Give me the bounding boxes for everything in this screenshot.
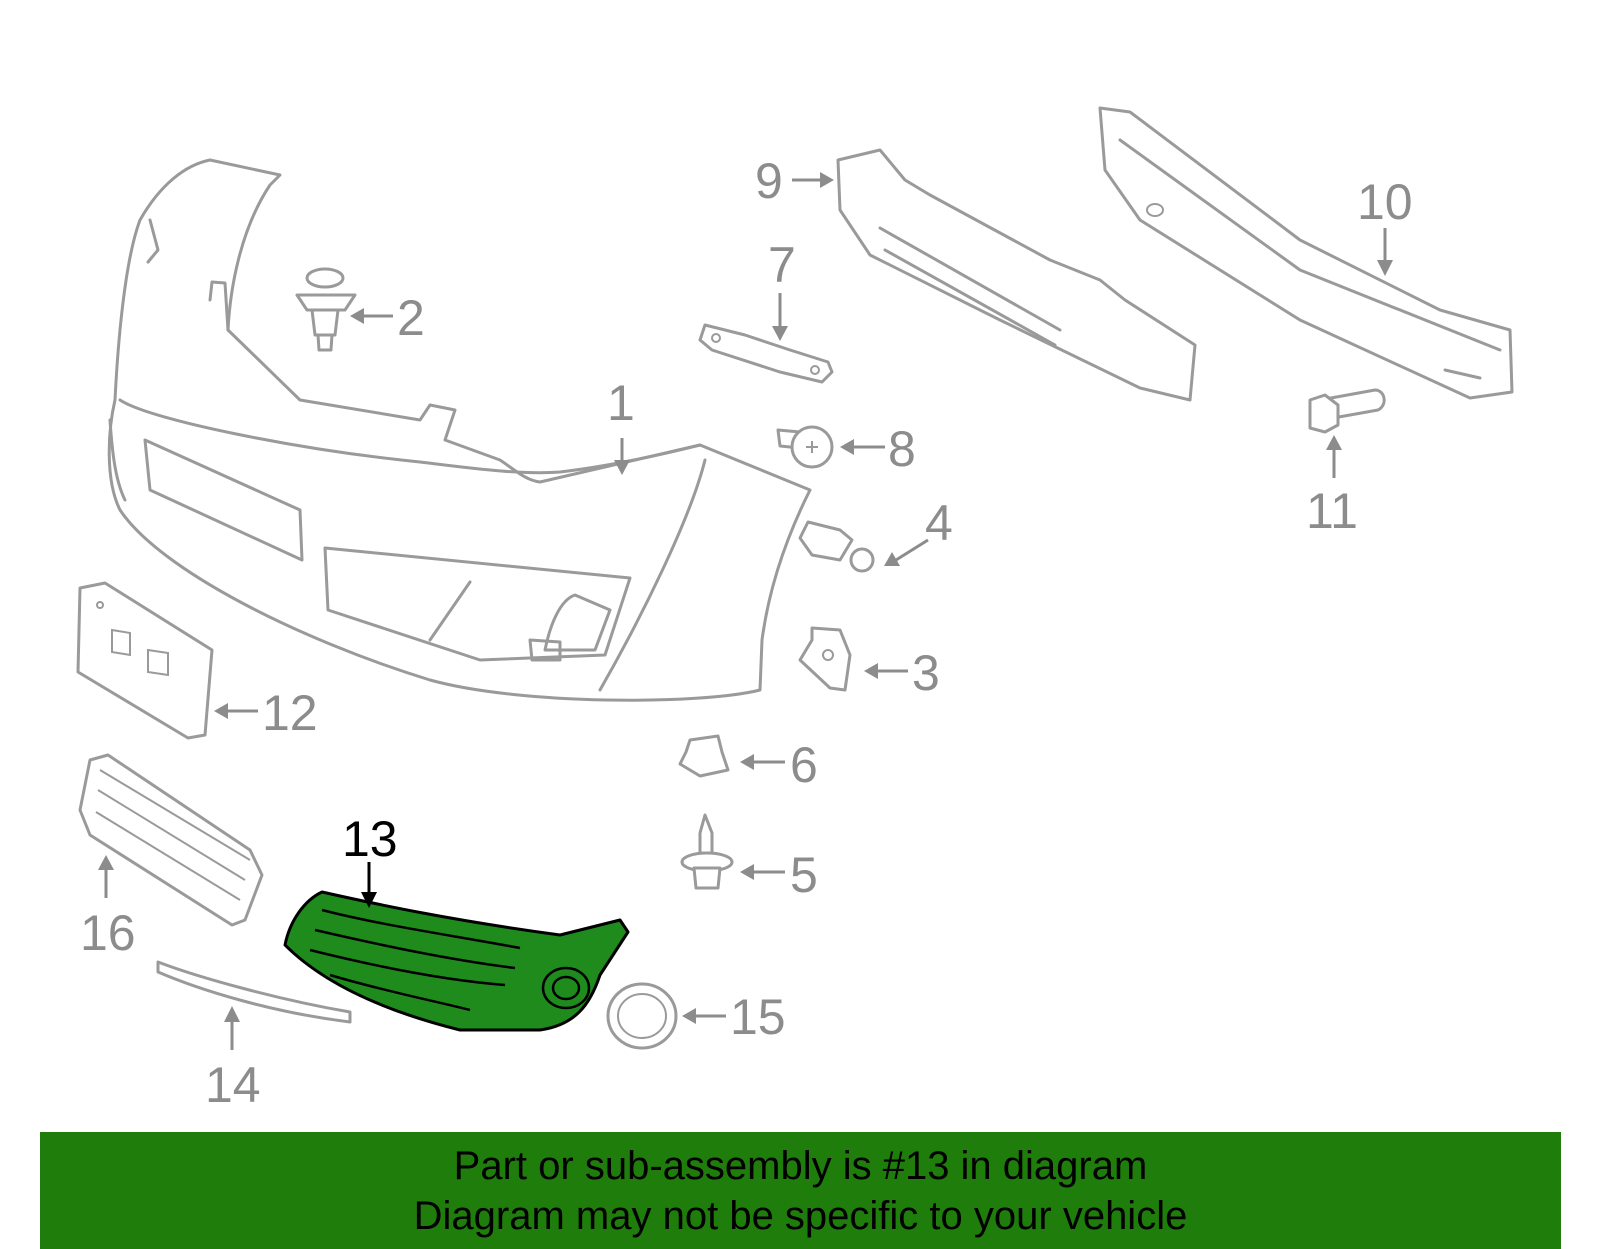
callout-13: 13: [342, 811, 398, 867]
callout-4: 4: [925, 495, 953, 551]
arrow-12: [214, 703, 258, 719]
arrow-1: [614, 438, 630, 475]
arrow-10: [1377, 228, 1393, 276]
callout-8: 8: [888, 421, 916, 477]
info-banner: Part or sub-assembly is #13 in diagram D…: [40, 1132, 1561, 1249]
banner-line-1: Part or sub-assembly is #13 in diagram: [453, 1143, 1148, 1188]
part-4-clip: [798, 520, 875, 573]
part-8-screw: [776, 425, 834, 469]
arrow-13: [361, 862, 377, 908]
part-12-plate-bracket: [76, 581, 214, 740]
arrow-16: [98, 855, 114, 898]
callout-arrows: [98, 172, 1393, 1050]
part-3-bracket: [798, 626, 852, 692]
part-11-bolt: [1308, 388, 1386, 434]
callout-16: 16: [80, 905, 136, 961]
part-15-fog-ring: [606, 982, 678, 1050]
part-6-nut-clip: [678, 734, 730, 778]
banner-line-2: Diagram may not be specific to your vehi…: [413, 1193, 1188, 1238]
callout-10: 10: [1357, 174, 1413, 230]
callout-1: 1: [607, 375, 635, 431]
callout-15: 15: [730, 989, 786, 1045]
part-9-absorber: [836, 148, 1197, 402]
callout-5: 5: [790, 847, 818, 903]
arrow-7: [772, 293, 788, 341]
arrow-14: [224, 1006, 240, 1050]
callout-11: 11: [1306, 483, 1358, 539]
arrow-15: [682, 1008, 726, 1024]
part-16-grille: [78, 753, 264, 927]
arrow-3: [864, 663, 908, 679]
part-14-molding: [156, 960, 352, 1024]
callout-9: 9: [755, 153, 783, 209]
part-7-bracket: [698, 323, 834, 384]
part-5-bolt: [680, 813, 734, 890]
arrow-6: [740, 754, 785, 770]
part-1-bumper-cover: [107, 158, 812, 702]
arrow-8: [840, 439, 885, 455]
callout-7: 7: [768, 237, 796, 293]
arrow-4: [884, 538, 929, 566]
part-2-push-clip: [295, 267, 357, 352]
callout-2: 2: [397, 290, 425, 346]
arrow-9: [792, 172, 834, 188]
callout-14: 14: [205, 1057, 261, 1113]
callout-labels: 1 2 3 4 5 6 7 8 9 10 11 12 13 14 15 16: [80, 153, 1413, 1113]
arrow-2: [350, 308, 393, 324]
arrow-5: [740, 864, 785, 880]
part-10-reinforcement: [1098, 106, 1514, 400]
callout-6: 6: [790, 737, 818, 793]
callout-3: 3: [912, 645, 940, 701]
arrow-11: [1326, 435, 1342, 478]
callout-12: 12: [262, 685, 318, 741]
part-13-fog-bezel: [283, 890, 630, 1032]
